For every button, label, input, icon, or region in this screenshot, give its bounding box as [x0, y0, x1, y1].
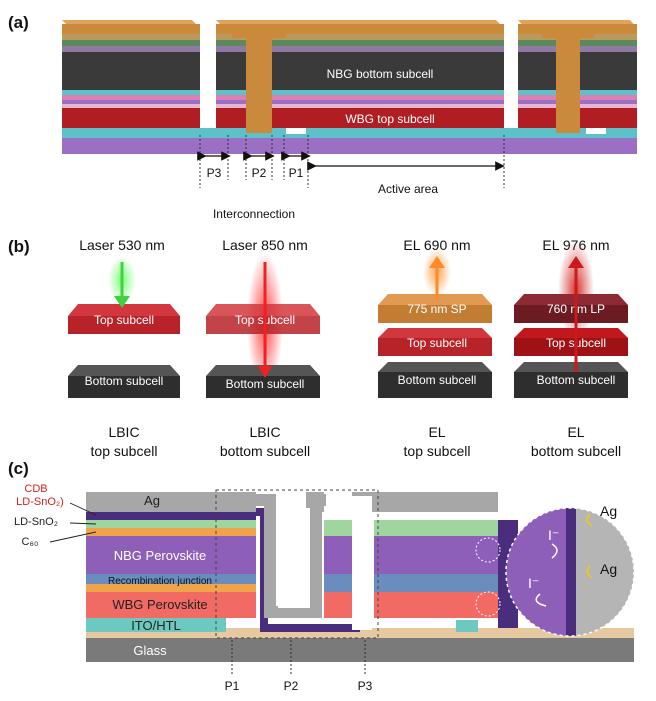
c-p3-label: P3 [358, 679, 373, 693]
wbg-label: WBG Perovskite [112, 597, 207, 612]
interconnection-box [215, 489, 379, 639]
ag-label: Ag [144, 493, 160, 508]
interconnection-label: Interconnection [213, 207, 295, 221]
top-subcell-slab-2 [206, 304, 320, 334]
caption-1-line1: LBIC [108, 424, 139, 440]
cdb-layer [86, 512, 256, 520]
cell-stack-middle [216, 20, 504, 134]
caption-2-line2: bottom subcell [220, 443, 310, 459]
ito-patch-right [456, 620, 478, 632]
caption-2-line1: LBIC [249, 424, 280, 440]
p3-label: P3 [207, 166, 222, 180]
top-subcell-label-1: Top subcell [94, 313, 154, 327]
p2-label: P2 [252, 166, 267, 180]
nbg-layer-mid [324, 536, 352, 574]
laser-530-label: Laser 530 nm [79, 237, 165, 253]
bottom-subcell-label-3: Bottom subcell [398, 373, 477, 387]
bottom-subcell-label-2: Bottom subcell [226, 377, 305, 391]
recomb-label: Recombination junction [108, 576, 212, 587]
p2-gap [278, 508, 310, 608]
cdb-label-line1: CDB [24, 483, 47, 495]
ld-sno2-mid [324, 520, 352, 536]
recomb-mid [324, 574, 352, 592]
bottom-subcell-label-4: Bottom subcell [537, 373, 616, 387]
panel-a-label: (a) [8, 13, 29, 32]
nbg-layer-left [86, 536, 256, 574]
green-arrow-head [114, 296, 130, 308]
c-p2-label: P2 [284, 679, 299, 693]
recomb-orange-left [86, 584, 256, 592]
wbg-layer-mid [324, 592, 352, 618]
darkred-arrow-head [568, 256, 584, 268]
top-subcell-slab-4 [514, 328, 628, 356]
nbg-bottom-label: NBG bottom subcell [327, 67, 434, 81]
zoom-circle-2 [475, 591, 501, 617]
bottom-subcell-label-1: Bottom subcell [85, 374, 164, 388]
ag-zoom-label-2: Ag [600, 561, 617, 577]
nbg-layer-right [374, 536, 498, 574]
panel-c-label: (c) [8, 459, 29, 478]
sp-filter-slab [378, 294, 492, 323]
ito-strip [62, 128, 637, 138]
glass-layer [86, 638, 634, 662]
nbg-label: NBG Perovskite [114, 548, 206, 563]
callout-lines [49, 502, 97, 543]
top-subcell-slab-1 [68, 304, 180, 334]
ito-base [86, 628, 634, 638]
c60-layer [86, 528, 256, 536]
bottom-subcell-block-1 [68, 365, 180, 398]
bottom-subcell-block-3 [378, 362, 492, 398]
scribe-guides [199, 135, 505, 188]
zoom-circle-1 [475, 537, 501, 563]
wbg-top-label: WBG top subcell [345, 112, 434, 126]
glass-label: Glass [133, 643, 167, 658]
iodide-label-2: I⁻ [528, 575, 539, 591]
panel-b-label: (b) [8, 237, 30, 256]
caption-4-line2: bottom subcell [531, 443, 621, 459]
orange-arrow-head [429, 256, 445, 268]
el-690-label: EL 690 nm [403, 237, 470, 253]
cell-stack-left [62, 20, 200, 128]
panel-a: (a) [8, 13, 637, 221]
ld-sno2-label: LD-SnO₂ [14, 516, 58, 528]
p1-label: P1 [289, 166, 304, 180]
caption-3-line1: EL [428, 424, 445, 440]
ito-patch-left [86, 618, 226, 632]
ag-layer-right [374, 492, 498, 512]
c-p1-label: P1 [225, 679, 240, 693]
cdb-label-line2: LD-SnO₂) [16, 496, 64, 508]
wbg-layer-left [86, 592, 256, 618]
panel-c: (c) [8, 459, 635, 693]
p3-gap [352, 496, 372, 630]
caption-4-line1: EL [567, 424, 584, 440]
caption-1-line2: top subcell [91, 443, 158, 459]
c60-label: C₆₀ [22, 536, 39, 548]
recomb-blue-left [86, 574, 256, 584]
glass-substrate [62, 138, 637, 154]
top-subcell-slab-3 [378, 328, 492, 356]
p-markers [231, 640, 366, 676]
ito-htl-label: ITO/HTL [131, 618, 181, 633]
ag-layer-left [86, 492, 256, 512]
p2-ag-fill [256, 494, 326, 618]
bottom-subcell-block-4 [514, 362, 628, 398]
lp-filter-slab [514, 294, 628, 323]
laser-850-label: Laser 850 nm [222, 237, 308, 253]
cell-stack-right [518, 20, 637, 134]
panel-b: (b) Laser 530 nm Top subcell Bottom subc… [8, 237, 628, 459]
recomb-right [374, 574, 498, 592]
red-arrow-head [258, 366, 272, 378]
ag-zoom-label-1: Ag [600, 503, 617, 519]
sp-filter-label: 775 nm SP [407, 302, 466, 316]
caption-3-line2: top subcell [404, 443, 471, 459]
wbg-layer-right [374, 592, 498, 618]
active-area-label: Active area [378, 182, 438, 196]
zoom-bubble: I⁻ I⁻ Ag Ag [505, 503, 635, 637]
iodide-label-1: I⁻ [548, 527, 559, 543]
top-subcell-label-3: Top subcell [407, 336, 467, 350]
ld-sno2-right [374, 520, 498, 536]
dimension-arrows [197, 151, 505, 171]
ld-sno2-layer [86, 520, 256, 528]
